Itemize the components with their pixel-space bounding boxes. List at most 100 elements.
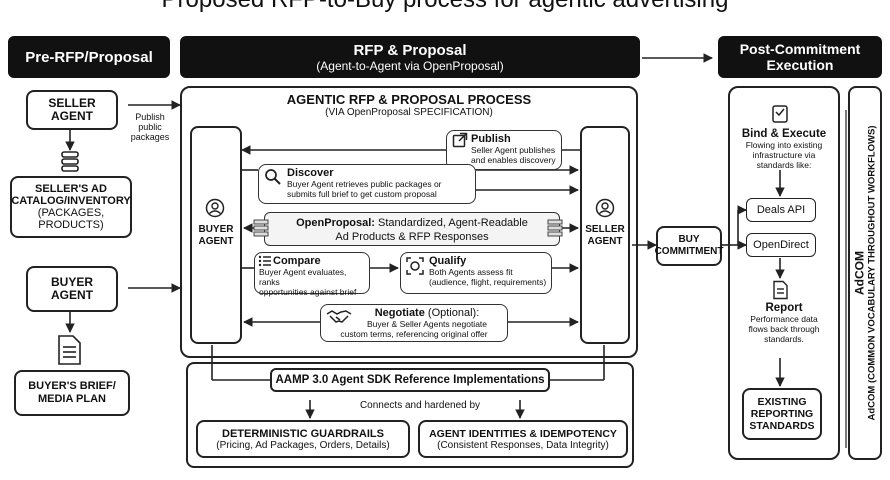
- target-check-icon: [406, 257, 424, 275]
- existing-label-2: REPORTING: [750, 408, 814, 420]
- bind-title: Bind & Execute: [741, 128, 827, 140]
- catalog-label-3: (PACKAGES,: [37, 207, 105, 219]
- seller-catalog-box: SELLER'S AD CATALOG/INVENTORY (PACKAGES,…: [10, 176, 132, 238]
- report-title: Report: [765, 302, 803, 314]
- buyer-label-1: BUYER: [198, 224, 234, 235]
- compare-desc-2: opportunities against brief: [259, 287, 357, 297]
- seller-agent-column: [580, 126, 630, 344]
- discover-step: Discover Buyer Agent retrieves public pa…: [258, 164, 476, 204]
- guardrails-desc: (Pricing, Ad Packages, Orders, Details): [216, 439, 390, 451]
- aamp-sdk-box: AAMP 3.0 Agent SDK Reference Implementat…: [270, 368, 550, 392]
- negotiate-optional: (Optional):: [424, 307, 480, 319]
- catalog-label-1: SELLER'S AD: [35, 183, 107, 195]
- existing-reporting-box: EXISTING REPORTING STANDARDS: [742, 388, 822, 440]
- compare-title: Compare: [273, 255, 321, 267]
- header-post-line1: Post-Commitment: [739, 41, 861, 57]
- openproposal-desc-2: Ad Products & RFP Responses: [335, 231, 489, 243]
- discover-desc-2: submits full brief to get custom proposa…: [287, 189, 437, 199]
- guardrails-box: DETERMINISTIC GUARDRAILS (Pricing, Ad Pa…: [196, 420, 410, 458]
- agentic-process-container: [180, 86, 638, 358]
- seller-agent-box: SELLER AGENT: [26, 90, 118, 130]
- sdk-container: [186, 362, 634, 468]
- seller-agent-label: SELLER AGENT: [580, 224, 630, 248]
- guardrails-title: DETERMINISTIC GUARDRAILS: [222, 427, 384, 440]
- negotiate-step: Negotiate (Optional): Buyer & Seller Age…: [320, 304, 508, 342]
- buy-label-1: BUY: [678, 234, 700, 245]
- openproposal-banner: OpenProposal: Standardized, Agent-Readab…: [264, 212, 560, 246]
- adcom-label: AdCOM AdCOM (COMMON VOCABULARY THROUGHOU…: [853, 93, 878, 453]
- bind-execute-icon: [772, 105, 788, 123]
- bind-desc-1: Flowing into existing: [745, 140, 823, 150]
- buyer-agent-left-label-2: AGENT: [51, 288, 93, 302]
- header-post-line2: Execution: [766, 57, 834, 73]
- buy-commitment-box: BUY COMMITMENT: [655, 226, 723, 266]
- process-heading: AGENTIC RFP & PROPOSAL PROCESS (VIA Open…: [248, 92, 570, 118]
- report-desc-1: Performance data: [750, 314, 818, 324]
- buyer-label-2: AGENT: [198, 236, 234, 247]
- seller-label-1: SELLER: [585, 224, 625, 235]
- compare-desc-1: Buyer Agent evaluates, ranks: [259, 267, 347, 287]
- report-desc-2: flows back through: [748, 324, 820, 334]
- buyer-agent-column: [190, 126, 242, 344]
- identities-desc: (Consistent Responses, Data Integrity): [437, 439, 609, 451]
- process-title: AGENTIC RFP & PROPOSAL PROCESS: [286, 92, 532, 107]
- diagram-title: Proposed RFP-to-Buy process for agentic …: [0, 0, 890, 14]
- discover-title: Discover: [287, 167, 334, 179]
- external-link-icon: [452, 132, 468, 148]
- publish-packages-note: Publish public packages: [122, 112, 178, 142]
- publish-desc-2: and enables discovery: [471, 155, 556, 165]
- openproposal-label: OpenProposal:: [296, 217, 375, 229]
- deals-api-box: Deals API: [746, 198, 816, 222]
- buyer-agent-box-left: BUYER AGENT: [26, 266, 118, 312]
- header-rfp-title: RFP & Proposal: [353, 41, 467, 59]
- identities-title: AGENT IDENTITIES & IDEMPOTENCY: [429, 427, 617, 440]
- header-pre-rfp: Pre-RFP/Proposal: [8, 36, 170, 78]
- bind-desc-2: infrastructure via: [752, 150, 816, 160]
- connects-label: Connects and hardened by: [359, 400, 481, 411]
- adcom-band: [848, 86, 882, 460]
- process-subtitle: (VIA OpenProposal SPECIFICATION): [325, 107, 493, 118]
- header-post-commitment: Post-Commitment Execution: [718, 36, 882, 78]
- negotiate-title: Negotiate: [374, 307, 425, 319]
- arrow-header-to-post: [642, 53, 713, 63]
- publish-step: Publish Seller Agent publishes and enabl…: [446, 130, 562, 170]
- publish-note-1: Publish: [135, 112, 165, 122]
- post-commitment-container: [728, 86, 840, 460]
- publish-note-2: public: [138, 122, 162, 132]
- publish-desc-1: Seller Agent publishes: [471, 145, 556, 155]
- qualify-title: Qualify: [429, 255, 467, 267]
- negotiate-desc-1: Buyer & Seller Agents negotiate: [366, 319, 488, 329]
- publish-title: Publish: [471, 133, 511, 145]
- report-text: Report Performance data flows back throu…: [730, 302, 838, 344]
- existing-label-3: STANDARDS: [749, 420, 815, 432]
- bind-desc-3: standards like:: [756, 160, 812, 170]
- list-icon: [258, 255, 271, 267]
- opendirect-box: OpenDirect: [746, 233, 816, 257]
- user-icon-buyer: [205, 198, 225, 218]
- document-icon: [58, 335, 81, 365]
- handshake-icon: [326, 310, 352, 323]
- brief-label-2: MEDIA PLAN: [37, 393, 107, 405]
- seller-label-2: AGENT: [587, 236, 623, 247]
- openproposal-desc-1: Standardized, Agent-Readable: [374, 217, 528, 229]
- buyer-agent-left-label-1: BUYER: [50, 275, 93, 289]
- server-icon-left: [253, 219, 269, 237]
- buyer-agent-label: BUYER AGENT: [190, 224, 242, 248]
- qualify-desc-2: (audience, flight, requirements): [429, 277, 547, 287]
- report-icon: [773, 280, 788, 300]
- qualify-step: Qualify Both Agents assess fit (audience…: [400, 252, 552, 294]
- existing-label-1: EXISTING: [757, 396, 807, 408]
- buyers-brief-box: BUYER'S BRIEF/ MEDIA PLAN: [14, 370, 130, 416]
- publish-note-3: packages: [130, 132, 170, 142]
- report-desc-3: standards.: [764, 334, 804, 344]
- catalog-label-2: CATALOG/INVENTORY: [11, 195, 131, 207]
- adcom-title: AdCOM: [852, 251, 867, 295]
- header-rfp-subtitle: (Agent-to-Agent via OpenProposal): [316, 58, 504, 73]
- adcom-subtitle: AdCOM (COMMON VOCABULARY THROUGHOUT WORK…: [866, 125, 878, 421]
- database-icon: [61, 151, 79, 172]
- search-icon: [265, 169, 281, 185]
- discover-desc-1: Buyer Agent retrieves public packages or: [287, 179, 442, 189]
- seller-agent-label-2: AGENT: [51, 109, 93, 123]
